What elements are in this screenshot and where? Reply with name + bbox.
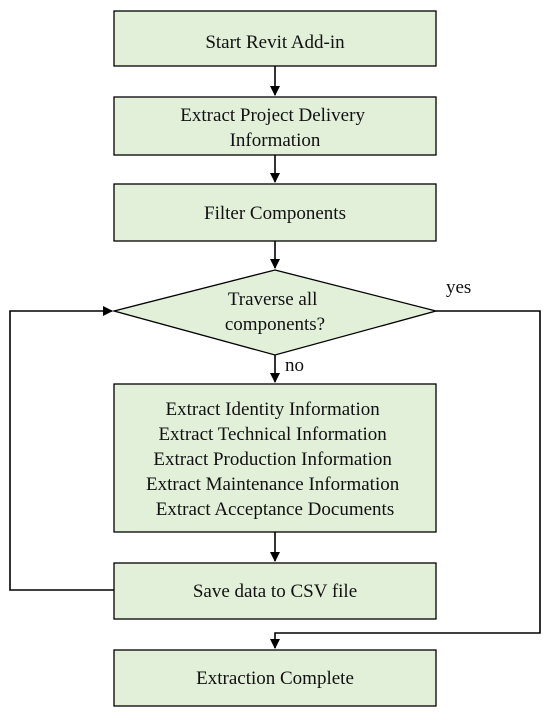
node-extract-info-box — [113, 383, 437, 533]
node-extract-delivery-line-2: Information — [230, 130, 321, 151]
node-extract-info-line-4: Extract Maintenance Information — [146, 474, 400, 495]
node-save-csv-line: Save data to CSV file — [193, 581, 357, 602]
node-extract-info-text: Extract Identity Information Extract Tec… — [146, 399, 404, 520]
arrow-save-loop-back — [9, 306, 114, 591]
node-extract-info-line-1: Extract Identity Information — [166, 399, 381, 420]
node-filter-box — [113, 183, 437, 242]
node-decision-line-1: Traverse all — [228, 289, 318, 310]
node-extract-info: Extract Identity Information Extract Tec… — [113, 383, 437, 533]
node-filter-line: Filter Components — [204, 203, 346, 224]
edge-label-yes: yes — [446, 277, 471, 298]
node-decision-line-2: components? — [225, 314, 325, 335]
node-complete: Extraction Complete — [113, 649, 437, 707]
node-extract-delivery: Extract Project Delivery Information — [113, 96, 437, 156]
node-save-csv-text: Save data to CSV file — [193, 581, 357, 602]
node-start: Start Revit Add-in — [113, 10, 437, 67]
node-start-line: Start Revit Add-in — [205, 32, 345, 53]
edge-label-no: no — [285, 355, 304, 376]
node-extract-delivery-box — [113, 96, 437, 156]
node-extract-info-line-3: Extract Production Information — [153, 449, 392, 470]
edges — [9, 66, 541, 649]
node-complete-text: Extraction Complete — [196, 668, 354, 689]
node-save-csv-box — [113, 562, 437, 620]
node-extract-delivery-text: Extract Project Delivery Information — [180, 105, 369, 151]
node-filter: Filter Components — [113, 183, 437, 242]
node-decision-diamond — [111, 269, 439, 356]
node-extract-info-line-2: Extract Technical Information — [158, 424, 387, 445]
node-extract-info-line-5: Extract Acceptance Documents — [156, 499, 394, 520]
node-start-box — [113, 10, 437, 67]
arrow-decision-yes-to-complete — [270, 310, 541, 649]
node-start-text: Start Revit Add-in — [205, 32, 345, 53]
node-decision-text: Traverse all components? — [225, 289, 325, 335]
node-decision: Traverse all components? — [111, 269, 439, 356]
node-save-csv: Save data to CSV file — [113, 562, 437, 620]
node-complete-line: Extraction Complete — [196, 668, 354, 689]
node-extract-delivery-line-1: Extract Project Delivery — [180, 105, 365, 126]
node-filter-text: Filter Components — [204, 203, 346, 224]
node-complete-box — [113, 649, 437, 707]
